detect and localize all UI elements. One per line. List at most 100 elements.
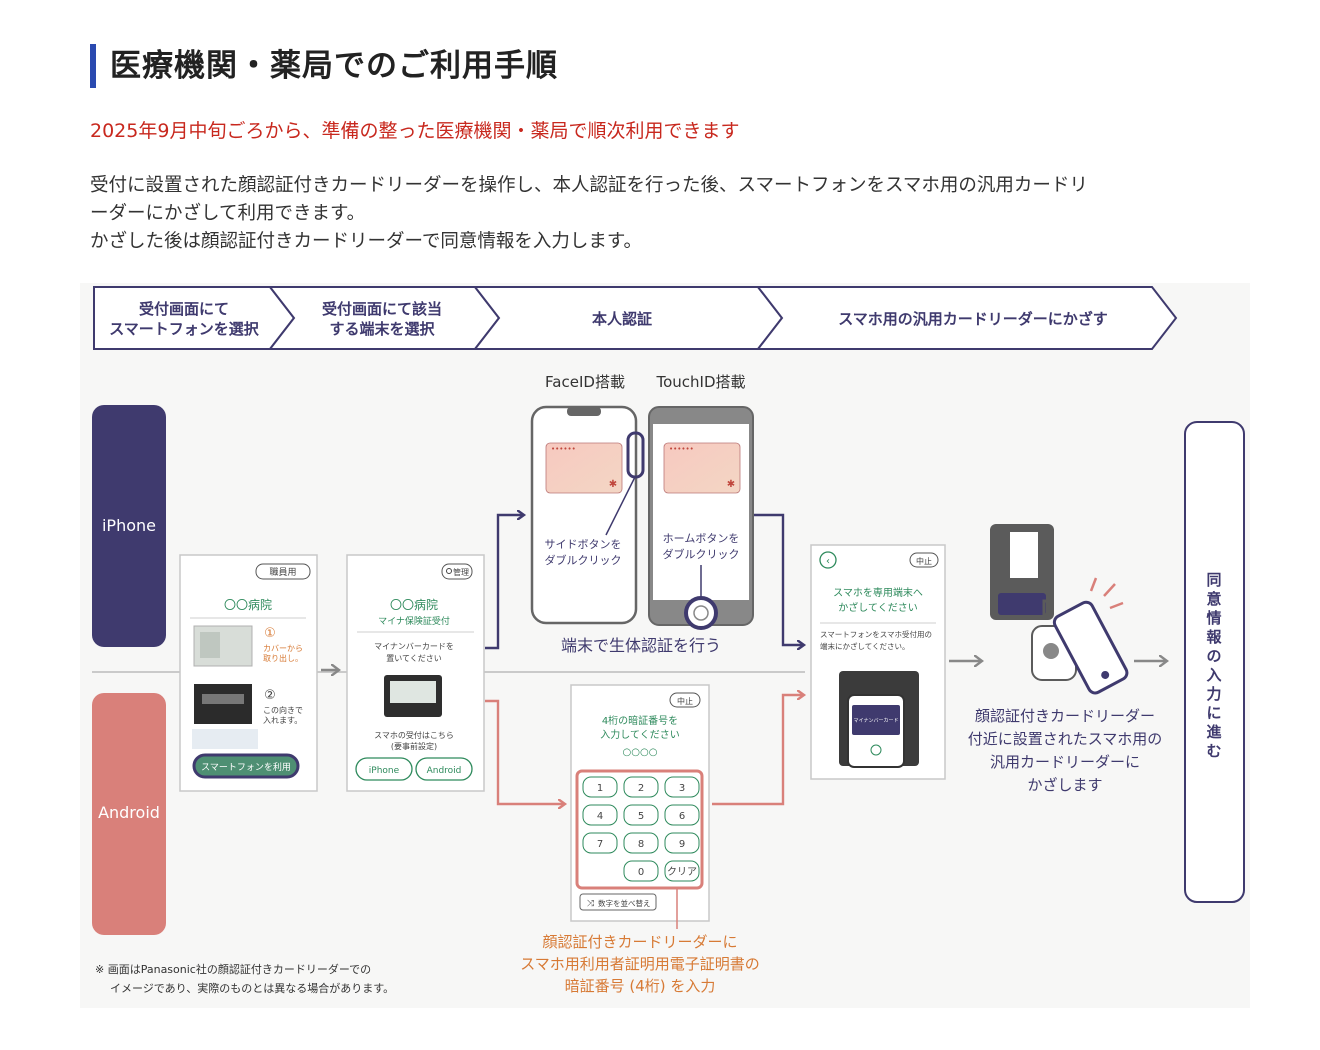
- svg-text:‹: ‹: [826, 556, 830, 567]
- footnote: ※ 画面はPanasonic社の顔認証付きカードリーダーでの: [95, 962, 371, 976]
- touchid-phone: •••••• ✱ ホームボタンを ダブルクリック: [648, 406, 754, 630]
- android-flow-arrow: [485, 699, 564, 804]
- check-icon: [870, 744, 882, 756]
- keypad-key-label: 6: [679, 811, 685, 822]
- lock-icon: [446, 568, 452, 574]
- step3-label: 本人認証: [592, 310, 652, 328]
- keypad-key-label: 3: [679, 783, 685, 794]
- keypad-key[interactable]: [623, 832, 659, 854]
- final-step-box: [1184, 421, 1245, 903]
- final-step-char: む: [1206, 742, 1221, 760]
- keypad-key-label: 8: [638, 839, 644, 850]
- keypad-key-label: 9: [679, 839, 685, 850]
- step-chevrons: [93, 286, 1178, 350]
- hold-title: かざしてください: [838, 601, 917, 614]
- note-text: (要事前設定): [391, 741, 437, 751]
- reader-caption: 汎用カードリーダーに: [990, 753, 1140, 771]
- step4-label: スマホ用の汎用カードリーダーにかざす: [838, 310, 1108, 328]
- side-button-highlight: [626, 431, 645, 479]
- page-title: 医療機関・薬局でのご利用手順: [90, 44, 558, 88]
- final-step-char: 同: [1206, 571, 1221, 589]
- final-step-char: 進: [1206, 723, 1222, 741]
- svg-text:••••••: ••••••: [551, 445, 576, 453]
- cancel-button[interactable]: [909, 552, 939, 568]
- keypad-key[interactable]: [623, 804, 659, 826]
- keypad-key[interactable]: [664, 776, 700, 798]
- pin-dots: ○○○○: [623, 747, 658, 758]
- shuffle-button[interactable]: [579, 893, 657, 911]
- final-step-char: の: [1206, 647, 1221, 665]
- card-label: マイナンバーカード: [854, 718, 899, 724]
- keypad-key-label: 7: [597, 839, 603, 850]
- shuffle-label: 数字を並べ替え: [598, 898, 651, 908]
- iphone-button-label: iPhone: [369, 766, 400, 776]
- svg-text:✱: ✱: [727, 479, 735, 490]
- pin-title: 4桁の暗証番号を: [602, 714, 678, 727]
- final-step-char: 情: [1206, 609, 1221, 627]
- keypad-key[interactable]: [582, 832, 618, 854]
- back-icon[interactable]: [819, 551, 837, 569]
- iphone-flow-arrow: [754, 513, 803, 645]
- hold-desc: 端末にかざしてください。: [820, 641, 910, 651]
- keypad-clear-key[interactable]: [664, 860, 700, 882]
- keypad-key-label: 1: [597, 783, 603, 794]
- cancel-button[interactable]: [669, 692, 701, 708]
- touchid-label: TouchID搭載: [655, 373, 745, 391]
- final-step-char: 意: [1206, 590, 1221, 608]
- keypad-key[interactable]: [664, 804, 700, 826]
- keypad-key[interactable]: [664, 832, 700, 854]
- reader-caption: 付近に設置されたスマホ用の: [968, 730, 1163, 748]
- android-label: Android: [98, 803, 160, 822]
- faceid-phone: •••••• ✱ サイドボタンを ダブルクリック: [530, 405, 645, 625]
- faceid-caption: ダブルクリック: [545, 553, 622, 567]
- instruction-text: 取り出し。: [263, 653, 303, 663]
- step2-label: 受付画面にて該当: [322, 300, 442, 318]
- description-line: ーダーにかざして利用できます。: [90, 203, 366, 224]
- iphone-button[interactable]: [355, 757, 413, 781]
- iphone-label: iPhone: [102, 516, 156, 535]
- pin-title: 入力してください: [600, 728, 679, 741]
- footnote: イメージであり、実際のものとは異なる場合があります。: [110, 981, 394, 995]
- step1-label: 受付画面にて: [139, 300, 229, 318]
- description-line: かざした後は顔認証付きカードリーダーで同意情報を入力します。: [90, 231, 643, 252]
- keypad-key[interactable]: [582, 776, 618, 798]
- keypad-key-label: 4: [597, 811, 603, 822]
- reception-screen-2: 管理 〇〇病院 マイナ保険証受付 マイナンバーカードを 置いてください スマホの…: [346, 554, 485, 792]
- android-button-label: Android: [427, 766, 462, 776]
- cancel-label: 中止: [677, 696, 693, 706]
- touchid-caption: ホームボタンを: [663, 532, 740, 545]
- card-reader-illustration: [990, 524, 1129, 695]
- instruction-text: この向きで: [263, 705, 303, 715]
- faceid-label: FaceID搭載: [545, 373, 625, 391]
- availability-notice: 2025年9月中旬ごろから、準備の整った医療機関・薬局で順次利用できます: [90, 120, 740, 142]
- keypad-key[interactable]: [623, 776, 659, 798]
- final-step-char: に: [1206, 704, 1221, 722]
- use-smartphone-button[interactable]: [192, 753, 300, 779]
- final-step-char: 報: [1206, 628, 1222, 646]
- description-paragraph: 受付に設置された顔認証付きカードリーダーを操作し、本人認証を行った後、スマートフ…: [90, 172, 1250, 256]
- svg-text:••••••: ••••••: [669, 445, 694, 453]
- keypad-highlight: [575, 769, 704, 890]
- step2-label: する端末を選択: [329, 320, 435, 338]
- android-bar: [92, 693, 166, 935]
- hold-title: スマホを専用端末へ: [833, 586, 923, 599]
- iphone-bar: [92, 405, 166, 647]
- home-button-icon: [684, 596, 718, 630]
- faceid-caption: サイドボタンを: [545, 538, 622, 551]
- hold-desc: スマートフォンをスマホ受付用の: [820, 629, 932, 639]
- keypad-key[interactable]: [582, 804, 618, 826]
- cancel-label: 中止: [916, 556, 932, 566]
- keypad-key-label: 0: [638, 867, 644, 878]
- final-step-char: 力: [1206, 685, 1221, 703]
- step1-label: スマートフォンを選択: [109, 320, 260, 338]
- reader-caption: 顔認証付きカードリーダー: [975, 707, 1155, 725]
- pin-caption: 顔認証付きカードリーダーに: [542, 933, 737, 951]
- use-smartphone-label: スマートフォンを利用: [201, 761, 291, 773]
- keypad-key[interactable]: [623, 860, 659, 882]
- instruction-text: 入れます。: [263, 716, 302, 725]
- instruction-text: 置いてください: [386, 654, 442, 663]
- instruction-number: ①: [264, 626, 276, 641]
- android-button[interactable]: [415, 757, 473, 781]
- instruction-text: マイナンバーカードを: [374, 642, 454, 651]
